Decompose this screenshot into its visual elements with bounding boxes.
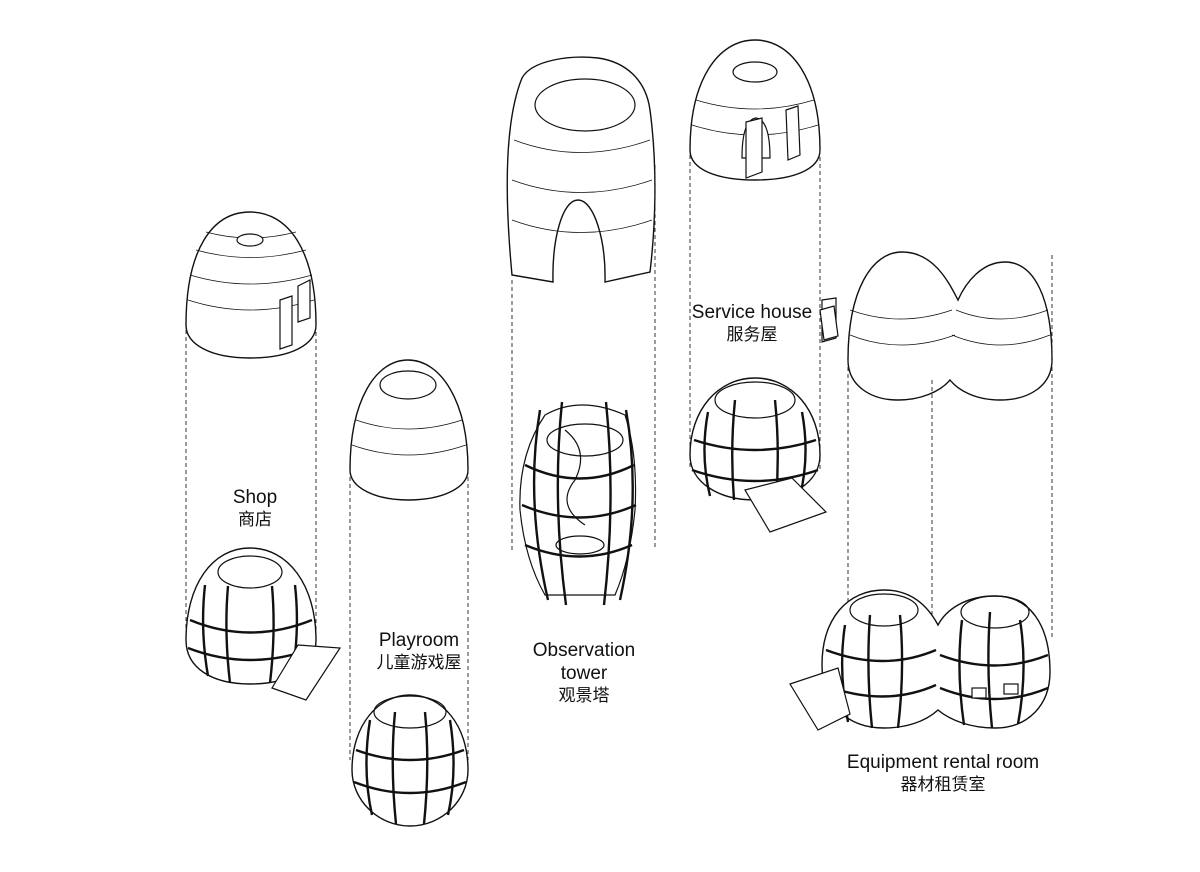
equipment-room-label-cn: 器材租赁室 [900, 774, 986, 795]
shop-frame [185, 547, 342, 701]
observation-tower-label-cn: 观景塔 [558, 685, 610, 706]
service-house-label-en: Service house [691, 302, 813, 323]
service-house-label: Service house 服务屋 [682, 302, 822, 345]
playroom-frame [351, 694, 469, 827]
observation-tower-label-en1: Observation [532, 640, 636, 661]
playroom-dashed-guides [349, 470, 469, 760]
equipment-room-roof-shell [819, 251, 1053, 401]
service-house-label-cn: 服务屋 [726, 324, 778, 345]
playroom-roof-shell [349, 359, 469, 501]
shop-dashed-guides [185, 325, 317, 640]
observation-tower-dashed-guides [511, 165, 656, 550]
observation-tower-shell [506, 56, 656, 283]
shop-label-cn: 商店 [238, 509, 272, 530]
service-house-frame [689, 377, 828, 533]
service-house-roof-shell [689, 39, 821, 181]
equipment-room-label-en: Equipment rental room [846, 752, 1040, 773]
equipment-room-label: Equipment rental room 器材租赁室 [828, 752, 1058, 795]
observation-tower-label-en2: tower [560, 662, 608, 684]
equipment-room-frame [789, 589, 1051, 731]
shop-label-en: Shop [232, 487, 278, 508]
playroom-label-cn: 儿童游戏屋 [376, 652, 462, 673]
shop-label: Shop 商店 [200, 487, 310, 530]
observation-tower-label: Observation tower 观景塔 [514, 640, 654, 706]
shop-roof-shell [185, 211, 317, 359]
playroom-label: Playroom 儿童游戏屋 [356, 630, 482, 673]
observation-tower-frame [519, 401, 637, 606]
equipment-room-dashed-guides [847, 255, 1053, 640]
service-house-dashed-guides [689, 150, 821, 470]
playroom-label-en: Playroom [378, 630, 460, 651]
